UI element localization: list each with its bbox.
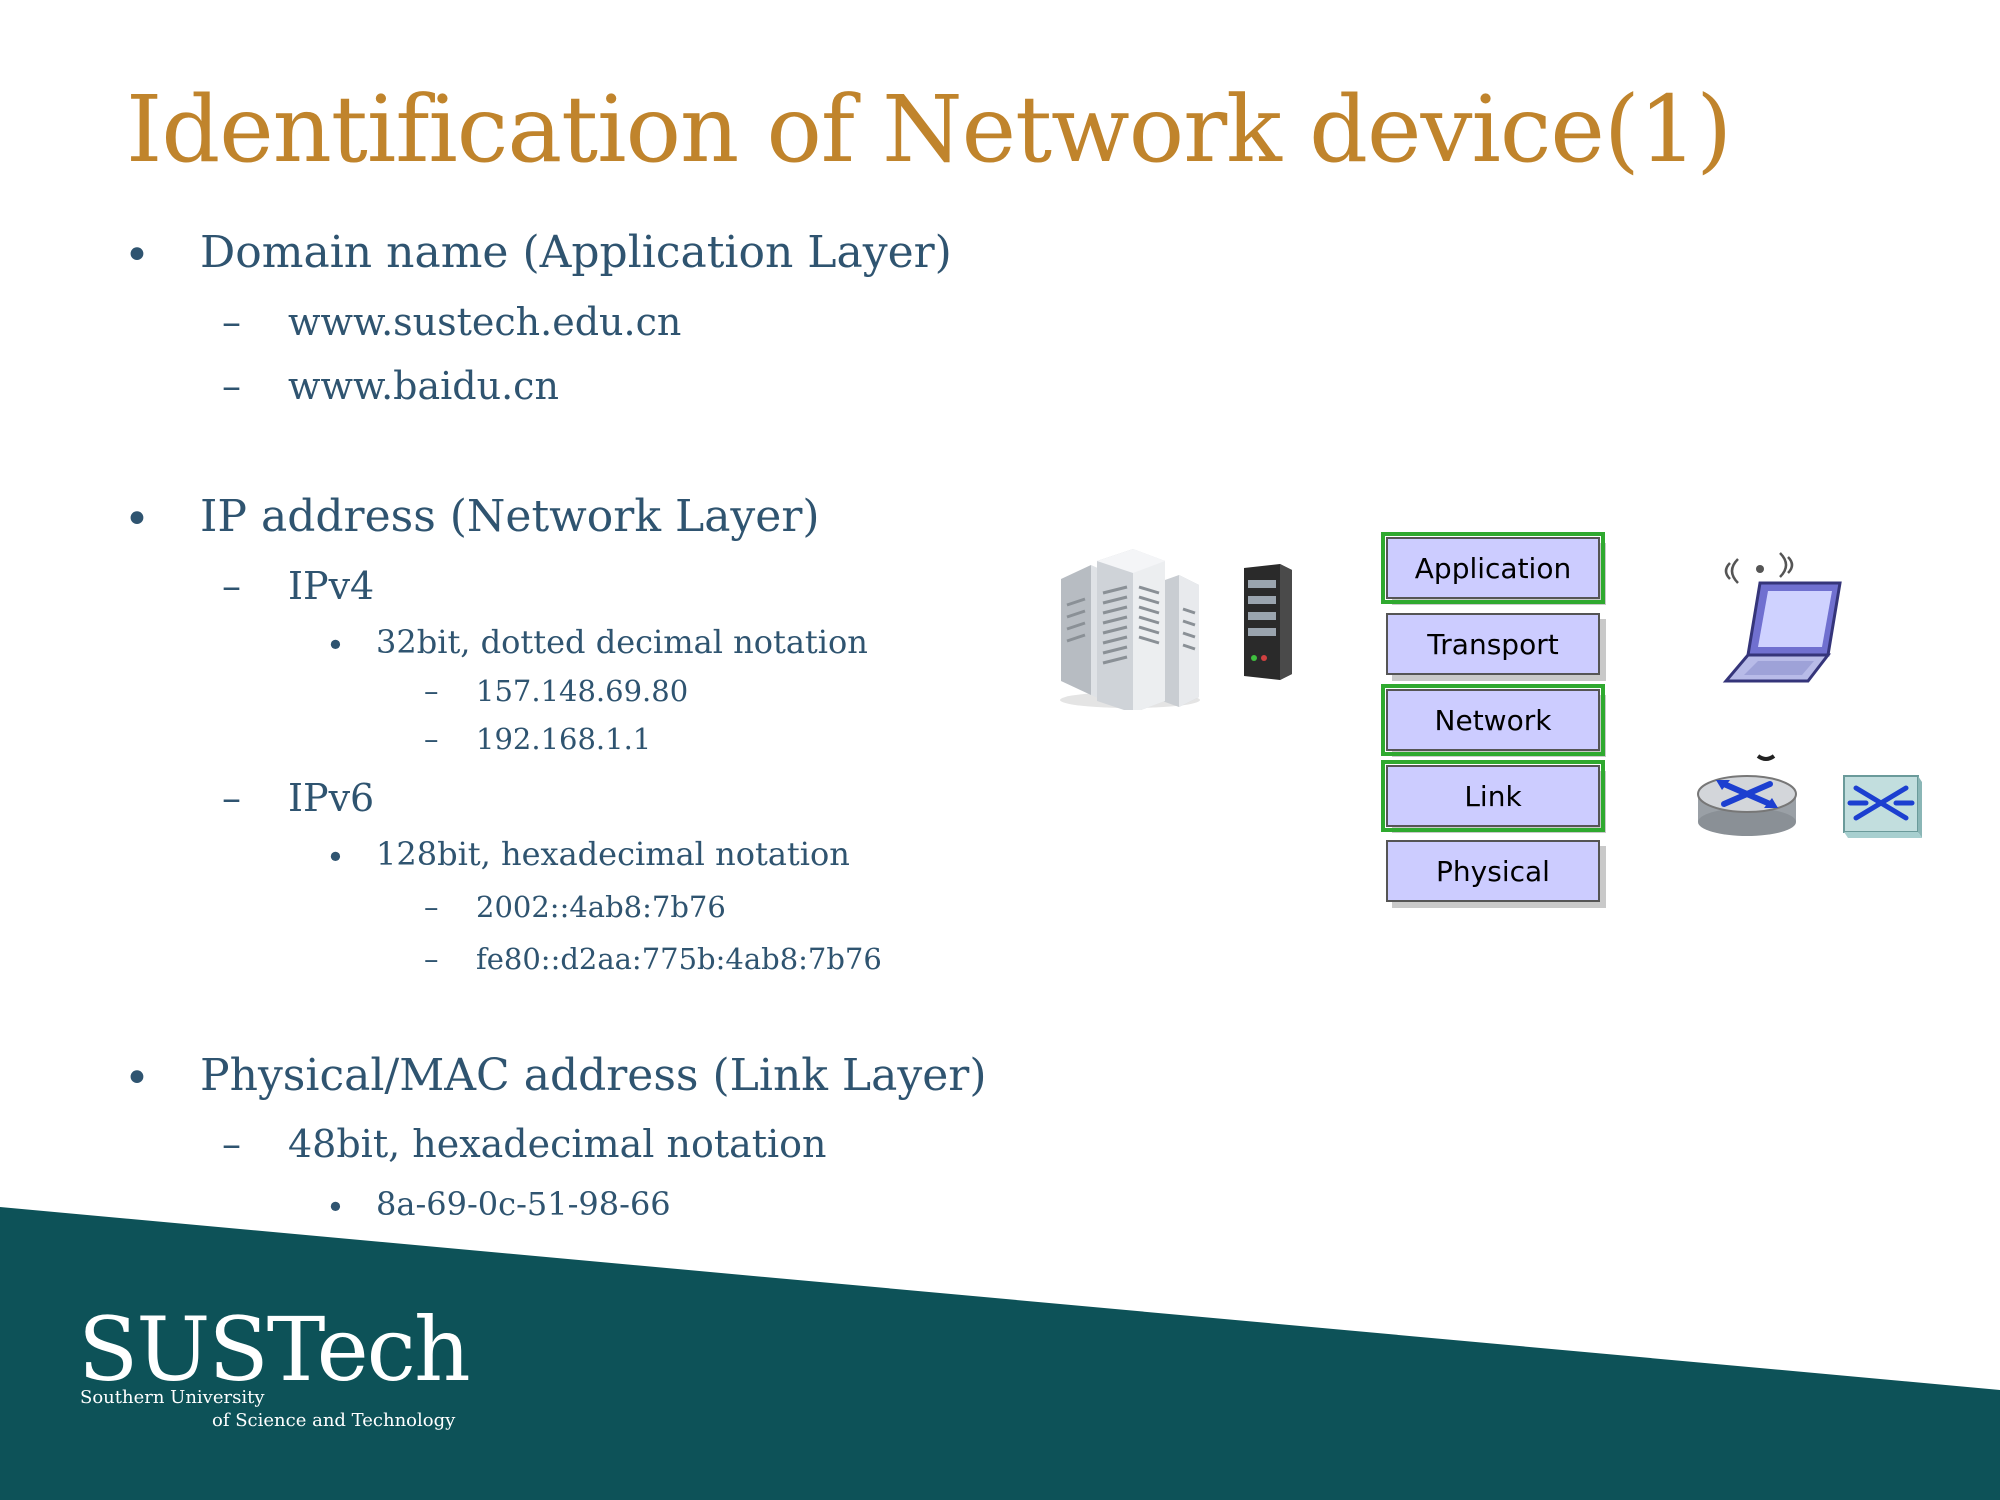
sustech-logo: SUSTech bbox=[78, 1298, 471, 1401]
logo-tagline-2: of Science and Technology bbox=[212, 1410, 456, 1431]
bullet-marker: • bbox=[124, 1053, 150, 1104]
wireless-laptop-icon bbox=[1722, 552, 1842, 683]
router-icon bbox=[1697, 754, 1797, 836]
dash-marker: – bbox=[424, 674, 439, 708]
dash-marker: – bbox=[222, 1122, 241, 1166]
stack-layer-transport: Transport bbox=[1386, 613, 1600, 675]
dash-marker: – bbox=[222, 564, 241, 608]
stack-layer-network: Network bbox=[1381, 684, 1605, 756]
dash-marker: – bbox=[424, 942, 439, 976]
ipv6-example-1: 2002::4ab8:7b76 bbox=[476, 890, 726, 924]
server-tower-icon bbox=[1244, 564, 1292, 680]
dash-marker: – bbox=[222, 364, 241, 408]
bullet-marker: • bbox=[124, 494, 150, 545]
ipv4-label: IPv4 bbox=[288, 564, 375, 608]
domain-example-1: www.sustech.edu.cn bbox=[288, 300, 682, 344]
mac-example: 8a-69-0c-51-98-66 bbox=[376, 1185, 671, 1223]
dash-marker: – bbox=[222, 300, 241, 344]
bullet-marker: • bbox=[326, 1188, 345, 1226]
mac-heading: Physical/MAC address (Link Layer) bbox=[200, 1050, 987, 1101]
stack-layer-physical: Physical bbox=[1386, 840, 1600, 902]
stack-layer-label: Transport bbox=[1427, 627, 1559, 661]
stack-layer-label: Network bbox=[1434, 703, 1552, 737]
ipv4-example-2: 192.168.1.1 bbox=[476, 722, 652, 756]
bullet-marker: • bbox=[124, 230, 150, 281]
mac-detail: 48bit, hexadecimal notation bbox=[288, 1122, 827, 1166]
server-cluster-icon bbox=[1060, 549, 1200, 710]
stack-layer-label: Physical bbox=[1436, 854, 1550, 888]
domain-example-2: www.baidu.cn bbox=[288, 364, 559, 408]
ipv6-label: IPv6 bbox=[288, 776, 375, 820]
stack-layer-label: Application bbox=[1414, 551, 1572, 585]
domain-heading: Domain name (Application Layer) bbox=[200, 227, 952, 278]
stack-layer-label: Link bbox=[1464, 779, 1522, 813]
ipv4-example-1: 157.148.69.80 bbox=[476, 674, 689, 708]
stack-layer-link: Link bbox=[1381, 760, 1605, 832]
ipv4-detail: 32bit, dotted decimal notation bbox=[376, 623, 868, 661]
ip-heading: IP address (Network Layer) bbox=[200, 491, 820, 542]
stack-layer-application: Application bbox=[1381, 532, 1605, 604]
switch-icon bbox=[1843, 775, 1922, 838]
bullet-marker: • bbox=[326, 838, 345, 876]
slide-title: Identification of Network device(1) bbox=[126, 76, 1732, 183]
dash-marker: – bbox=[424, 890, 439, 924]
ipv6-example-2: fe80::d2aa:775b:4ab8:7b76 bbox=[476, 942, 882, 976]
logo-tagline-1: Southern University bbox=[80, 1387, 265, 1408]
ipv6-detail: 128bit, hexadecimal notation bbox=[376, 835, 850, 873]
dash-marker: – bbox=[222, 776, 241, 820]
bullet-marker: • bbox=[326, 626, 345, 664]
dash-marker: – bbox=[424, 722, 439, 756]
